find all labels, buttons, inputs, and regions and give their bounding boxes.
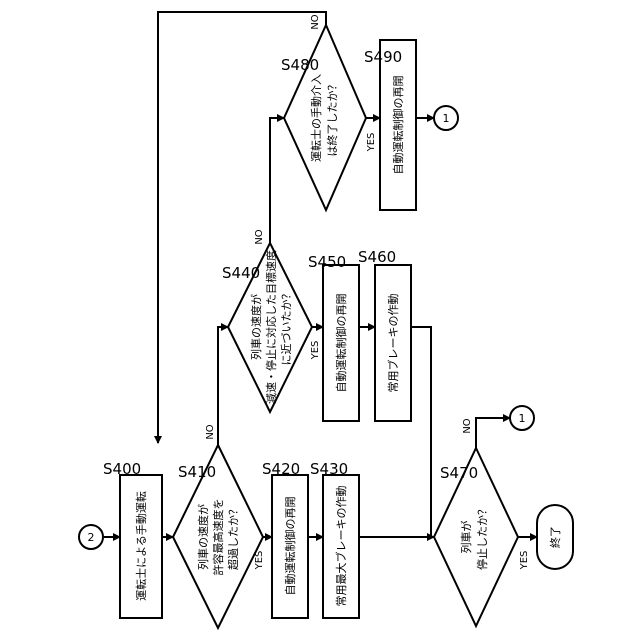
step-s400-id: S400 (103, 460, 141, 478)
step-s400-text: 運転士による手動運転 (134, 491, 148, 601)
terminal-end-text: 終了 (548, 526, 562, 548)
step-s490: 自動運転制御の再開 S490 (364, 40, 416, 210)
step-s430-id: S430 (310, 460, 348, 478)
step-s420-id: S420 (262, 460, 300, 478)
decision-s480: 運転士の手動介入 は終了したか？ S480 YES NO (281, 14, 377, 210)
decision-s470-id: S470 (440, 464, 478, 482)
decision-s440-line2: 減速・停止に対応した目標速度 (264, 250, 278, 404)
start-connector: 2 (79, 525, 103, 549)
decision-s410-line1: 列車の速度が (196, 504, 210, 570)
step-s430-text: 常用最大ブレーキの作動 (334, 486, 348, 607)
decision-s410: 列車の速度が 許容最高速度を 超過したか？ S410 YES NO (173, 424, 265, 628)
connector-1-b-label: 1 (443, 112, 450, 125)
step-s450-id: S450 (308, 253, 346, 271)
edge-s480-loop-back (158, 12, 326, 443)
decision-s480-line2: は終了したか？ (325, 80, 339, 157)
decision-s440-id: S440 (222, 264, 260, 282)
decision-s440-no: NO (254, 229, 265, 244)
edge-s470-conn1 (476, 418, 510, 448)
step-s420: 自動運転制御の再開 S420 (262, 460, 308, 618)
step-s490-text: 自動運転制御の再開 (391, 76, 405, 175)
step-s450: 自動運転制御の再開 S450 (308, 253, 359, 421)
decision-s470-line2: 停止したか？ (475, 504, 489, 570)
start-connector-label: 2 (88, 531, 95, 544)
decision-s480-id: S480 (281, 56, 319, 74)
decision-s440-yes: YES (310, 341, 321, 361)
decision-s480-line1: 運転士の手動介入 (309, 74, 323, 162)
step-s450-text: 自動運転制御の再開 (334, 294, 348, 393)
connector-1-a: 1 (510, 406, 534, 430)
step-s430: 常用最大ブレーキの作動 S430 (310, 460, 359, 618)
step-s460-text: 常用ブレーキの作動 (386, 294, 400, 393)
decision-s410-no: NO (205, 424, 216, 439)
decision-s470: 列車が 停止したか？ S470 YES NO (434, 418, 530, 626)
connector-1-b: 1 (434, 106, 458, 130)
step-s490-id: S490 (364, 48, 402, 66)
decision-s410-id: S410 (178, 463, 216, 481)
terminal-end: 終了 (537, 505, 573, 569)
edge-s460-s470 (411, 327, 431, 537)
edge-s440-s480 (270, 118, 284, 243)
decision-s410-line2: 許容最高速度を (211, 499, 225, 576)
decision-s440: 列車の速度が 減速・停止に対応した目標速度 に近づいたか？ S440 YES N… (222, 229, 321, 412)
decision-s440-line1: 列車の速度が (249, 294, 263, 360)
decision-s410-yes: YES (254, 551, 265, 571)
step-s460-id: S460 (358, 248, 396, 266)
decision-s470-line1: 列車が (459, 521, 473, 554)
decision-s480-no: NO (310, 14, 321, 29)
decision-s470-yes: YES (519, 551, 530, 571)
decision-s410-line3: 超過したか？ (226, 504, 240, 570)
step-s420-text: 自動運転制御の再開 (283, 497, 297, 596)
decision-s470-no: NO (462, 418, 473, 433)
connector-1-a-label: 1 (519, 412, 526, 425)
decision-s440-line3: に近づいたか？ (280, 289, 293, 366)
edge-s410-s440 (218, 327, 228, 445)
decision-s480-yes: YES (366, 133, 377, 153)
step-s400: 運転士による手動運転 S400 (103, 460, 162, 618)
step-s460: 常用ブレーキの作動 S460 (358, 248, 411, 421)
